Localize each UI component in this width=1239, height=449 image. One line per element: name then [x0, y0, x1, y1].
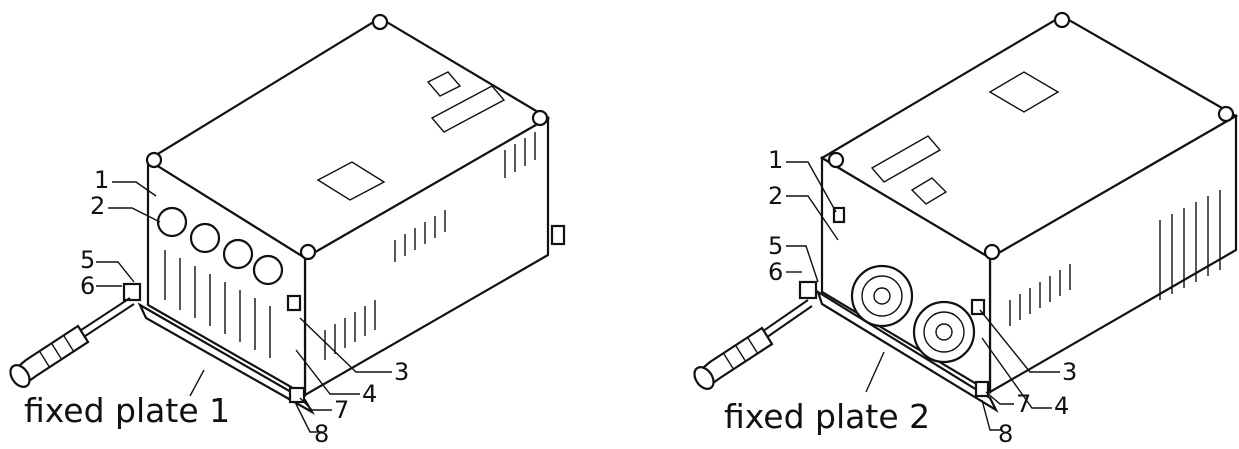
figure-1-plate-screw — [122, 282, 142, 302]
figure-1-drive-unit — [122, 13, 566, 415]
figure-1-knockout — [156, 206, 188, 238]
figure-1-knockout — [222, 238, 254, 270]
figure-1-callout-7: 7 — [334, 396, 349, 424]
figure-2-corner-screw — [1217, 105, 1235, 123]
figure-2-side-vents — [1009, 190, 1221, 326]
figure-1-callout-2: 2 — [90, 192, 105, 220]
figure-2-corner-screw — [1053, 11, 1071, 29]
figure-1-leader-lines — [96, 181, 392, 433]
figure-2-callouts: 1 2 3 4 5 6 7 8 — [768, 146, 1077, 448]
figure-2-callout-3: 3 — [1062, 358, 1077, 386]
figure-1-keypad-slot — [430, 85, 506, 133]
figure-2-leader-lines — [786, 161, 1060, 431]
figure-2-plate-screw — [974, 380, 990, 398]
figure-2-caption: fixed plate 2 — [724, 397, 930, 436]
figure-1-caption: fixed plate 1 — [24, 391, 230, 430]
figure-1-corner-screw — [299, 243, 317, 261]
figure-1-side-vents — [324, 132, 536, 360]
figure-2-corner-screw — [827, 151, 845, 169]
figure-1-knockout — [189, 222, 221, 254]
figure-1-plate-screw — [286, 294, 302, 312]
figure-2-callout-8: 8 — [998, 420, 1013, 445]
figure-1-cover-window — [316, 161, 386, 201]
figure-1-keypad-button — [426, 71, 462, 97]
figure-1-callout-5: 5 — [80, 246, 95, 274]
figure-2-cover-window — [988, 71, 1060, 113]
figure-2-drive-unit — [798, 11, 1239, 413]
figure-1-callouts: 1 2 3 4 5 6 7 8 — [80, 166, 409, 448]
figure-2-cooling-fan — [850, 264, 914, 328]
figure-2-callout-4: 4 — [1054, 392, 1069, 420]
figure-1-callout-4: 4 — [362, 380, 377, 408]
figure-1-knockout — [252, 254, 284, 286]
fixed-plate-1 — [137, 302, 316, 415]
figure-2-keypad-slot — [870, 135, 942, 183]
fixed-plate-2 — [815, 289, 999, 413]
figure-2-callout-1: 1 — [768, 146, 783, 174]
figure-2-callout-7: 7 — [1016, 390, 1031, 418]
figure-1-callout-3: 3 — [394, 358, 409, 386]
figure-2-cooling-fan — [912, 300, 976, 364]
figure-1-side-tab — [550, 224, 566, 246]
figure-2-callout-5: 5 — [768, 232, 783, 260]
figure-1-callout-1: 1 — [94, 166, 109, 194]
figure-1-front-vents — [164, 250, 271, 358]
figure-1-callout-6: 6 — [80, 272, 95, 300]
figure-2-callout-2: 2 — [768, 182, 783, 210]
figure-2-keypad-button — [910, 177, 948, 205]
screwdriver-2 — [693, 299, 813, 390]
figure-1-corner-screw — [371, 13, 389, 31]
figure-2-plate-screw — [832, 206, 846, 224]
figure-2-callout-6: 6 — [768, 258, 783, 286]
figure-1-callout-8: 8 — [314, 420, 329, 445]
screwdriver-1 — [9, 297, 135, 388]
figure-2-plate-screw — [798, 280, 818, 300]
figure-1-corner-screw — [531, 109, 549, 127]
figure-2-corner-screw — [983, 243, 1001, 261]
figure-1-corner-screw — [145, 151, 163, 169]
